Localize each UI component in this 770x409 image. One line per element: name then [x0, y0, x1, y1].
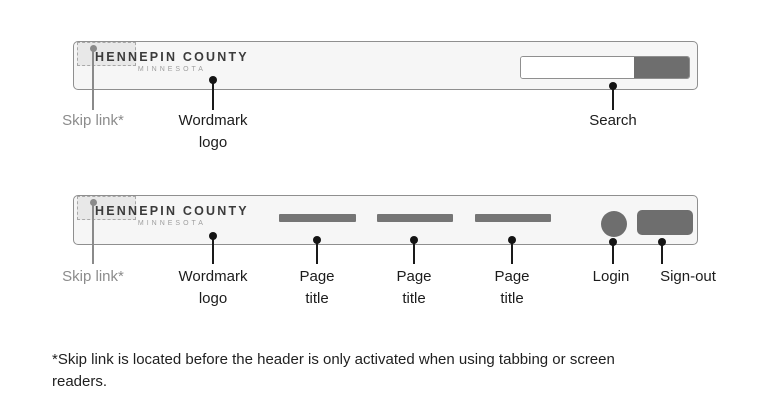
footnote: *Skip link is located before the header …: [52, 351, 615, 390]
wordmark-logo-tagline: MINNESOTA: [137, 220, 206, 227]
callout-dot-signout: [658, 238, 666, 246]
callout-label-page-title: Page title: [396, 268, 432, 307]
callout-dot-search: [609, 82, 617, 90]
callout-label-page-title: Page title: [494, 268, 530, 307]
search-control: [520, 56, 690, 79]
callout-line-skip-link: [92, 48, 94, 110]
callout-label-wordmark-logo: Wordmark logo: [178, 268, 248, 307]
callout-dot-wordmark: [209, 76, 217, 84]
callout-label-wordmark-logo: Wordmark logo: [178, 112, 248, 151]
callout-dot-page-title: [508, 236, 516, 244]
callout-line-search: [612, 86, 614, 110]
callout-label-skip-link: Skip link*: [62, 268, 124, 285]
page-title-link-placeholder[interactable]: [475, 214, 551, 222]
search-submit-button[interactable]: [634, 57, 689, 78]
callout-label-page-title: Page title: [299, 268, 335, 307]
callout-dot-skip-link: [89, 198, 97, 206]
callout-label-search: Search: [589, 112, 637, 129]
callout-dot-page-title: [313, 236, 321, 244]
search-input[interactable]: [521, 57, 634, 78]
skip-link-placeholder[interactable]: [77, 196, 136, 220]
sign-out-button[interactable]: [637, 210, 693, 235]
callout-line-wordmark: [212, 80, 214, 110]
callout-line-skip-link: [92, 202, 94, 264]
callout-line-wordmark: [212, 236, 214, 264]
callout-label-signout: Sign-out: [660, 268, 716, 285]
wordmark-logo-tagline: MINNESOTA: [137, 66, 206, 73]
callout-dot-page-title: [410, 236, 418, 244]
header-variant-nav: [73, 195, 698, 245]
callout-dot-wordmark: [209, 232, 217, 240]
callout-line-page-title: [316, 240, 318, 264]
wordmark-logo[interactable]: HENNEPIN COUNTY MINNESOTA: [95, 51, 249, 74]
callout-dot-skip-link: [89, 44, 97, 52]
wordmark-logo-text: HENNEPIN COUNTY: [95, 50, 249, 64]
callout-line-signout: [661, 242, 663, 264]
callout-line-page-title: [413, 240, 415, 264]
wordmark-logo-text: HENNEPIN COUNTY: [95, 204, 249, 218]
skip-link-placeholder[interactable]: [77, 42, 136, 66]
callout-line-page-title: [511, 240, 513, 264]
page-title-link-placeholder[interactable]: [377, 214, 453, 222]
login-button[interactable]: [601, 211, 627, 237]
callout-label-login: Login: [592, 268, 630, 285]
wordmark-logo[interactable]: HENNEPIN COUNTY MINNESOTA: [95, 205, 249, 228]
page-title-link-placeholder[interactable]: [279, 214, 356, 222]
callout-label-skip-link: Skip link*: [62, 112, 124, 129]
callout-line-login: [612, 242, 614, 264]
callout-dot-login: [609, 238, 617, 246]
